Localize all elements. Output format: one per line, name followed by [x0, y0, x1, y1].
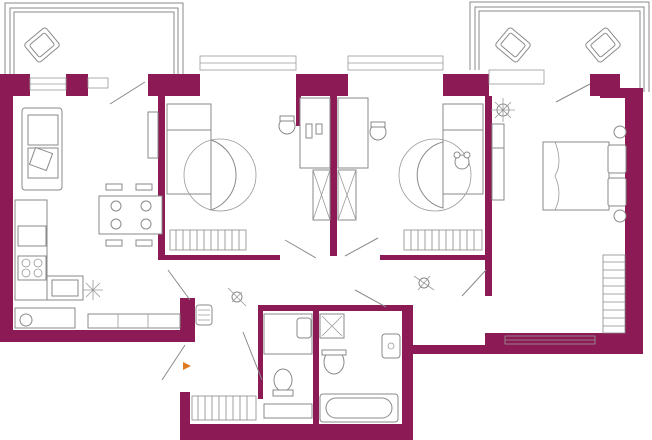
office-chair-icon [369, 121, 387, 141]
dining-table-icon [98, 183, 163, 247]
balcony-left [4, 2, 184, 74]
room-master-bedroom [461, 83, 627, 334]
room-study [278, 97, 387, 257]
shower-icon [195, 304, 213, 326]
round-rug-icon [210, 139, 237, 211]
balcony-right [469, 1, 650, 92]
plant-icon [83, 280, 103, 300]
entrance-arrow-icon [183, 362, 191, 370]
wardrobe [403, 229, 483, 251]
wardrobe [169, 229, 247, 251]
room-bedroom-1 [166, 103, 317, 259]
washing-machine-icon [319, 313, 345, 339]
office-chair-icon [278, 115, 296, 135]
potted-plant-icon [491, 98, 515, 122]
tv-stand [147, 111, 159, 159]
person-icon [413, 275, 435, 291]
double-bed-icon [542, 125, 627, 223]
walls [0, 74, 643, 440]
room-bathroom-2 [319, 313, 401, 423]
armchair-icon [585, 27, 621, 63]
sofa-icon [21, 107, 63, 191]
desk [299, 97, 331, 169]
person-icon [227, 287, 247, 307]
desk [442, 103, 484, 131]
windows [29, 55, 596, 345]
room-bedroom-2 [398, 103, 484, 251]
kitchen-counter [14, 199, 103, 301]
storage-rack [191, 395, 257, 421]
sink-icon [381, 333, 401, 359]
toilet-icon [272, 368, 294, 397]
room-living-kitchen [14, 81, 181, 329]
desk [166, 103, 212, 131]
desk [337, 97, 369, 169]
round-rug-icon [416, 141, 444, 209]
room-bathroom-1 [191, 313, 313, 421]
room-hallway [161, 269, 435, 381]
teddy-bear-icon [453, 151, 471, 170]
stove-icon [17, 255, 47, 281]
toilet-icon [321, 349, 347, 375]
bathtub-icon [319, 393, 399, 423]
armchair-icon [24, 27, 60, 63]
single-bed [166, 129, 212, 195]
armchair-icon [495, 27, 531, 63]
